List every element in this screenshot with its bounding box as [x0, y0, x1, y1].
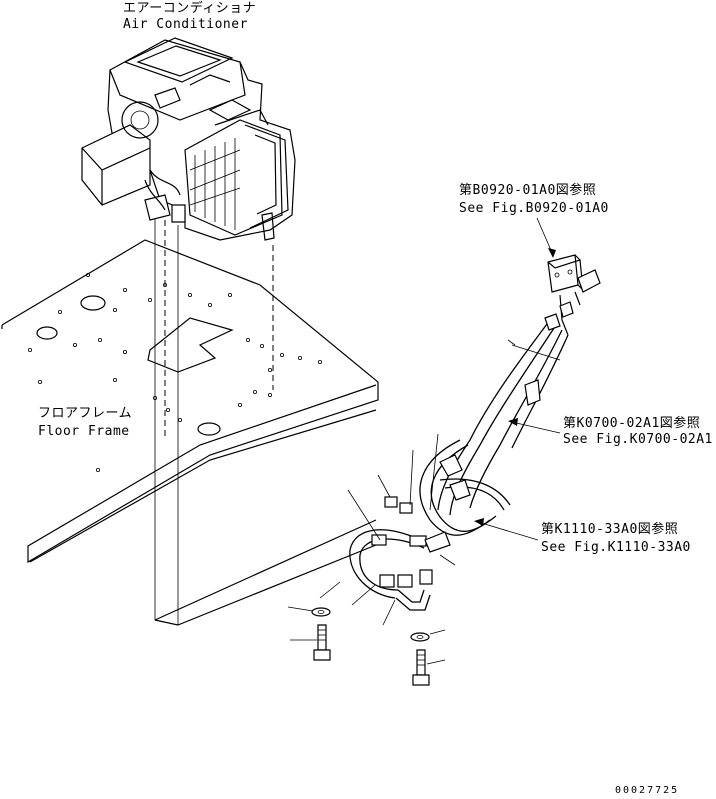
- hose-clamp: [439, 454, 463, 477]
- hose-assembly: [349, 319, 569, 611]
- ac-grille-vents: [189, 138, 241, 230]
- mounting-bracket: [544, 254, 601, 336]
- floor-frame-label-en: Floor Frame: [38, 424, 130, 439]
- hose-fitting: [419, 569, 433, 585]
- bolt-head: [313, 649, 331, 661]
- hose-clamp: [371, 534, 387, 546]
- washer: [311, 607, 331, 617]
- floor-frame-label-jp: フロアフレーム: [38, 406, 132, 421]
- floor-bolt-holes: [27, 272, 322, 472]
- washer: [410, 632, 430, 642]
- hose-fitting: [397, 574, 413, 588]
- ref-k0700-label-en: See Fig.K0700-02A1: [563, 432, 713, 447]
- ref-b0920-label-en: See Fig.B0920-01A0: [459, 201, 609, 216]
- hose-clamp: [424, 531, 451, 553]
- bolt-shank: [317, 624, 327, 651]
- floor-hole-oval: [36, 326, 58, 340]
- hose-clamp: [384, 496, 398, 508]
- air-conditioner-label-en: Air Conditioner: [123, 17, 248, 32]
- air-conditioner-label-jp: エアーコンディショナ: [123, 0, 256, 16]
- ref-k0700-label-jp: 第K0700-02A1図参照: [563, 415, 700, 431]
- mounting-guide-lines: [154, 210, 274, 625]
- ref-k1110-label-jp: 第K1110-33A0図参照: [541, 521, 678, 537]
- floor-hole-oval: [80, 295, 106, 311]
- floor-hole-oval: [197, 422, 221, 436]
- drawing-number: 00027725: [615, 785, 679, 796]
- leader-lines: [287, 217, 561, 665]
- bolt-head: [412, 674, 430, 686]
- hose-clamp: [399, 502, 413, 514]
- fastener-set-left: [311, 607, 331, 661]
- hose-fitting: [379, 574, 395, 588]
- bolt-shank: [416, 649, 426, 676]
- hose-clamp: [524, 379, 541, 406]
- hose-clamp: [409, 535, 427, 547]
- hose-clamp: [449, 479, 471, 501]
- floor-frame: [1, 239, 379, 626]
- fastener-set-right: [410, 632, 430, 686]
- ref-k1110-label-en: See Fig.K1110-33A0: [541, 540, 691, 555]
- air-conditioner-unit: [81, 37, 296, 241]
- ref-b0920-label-jp: 第B0920-01A0図参照: [459, 182, 596, 198]
